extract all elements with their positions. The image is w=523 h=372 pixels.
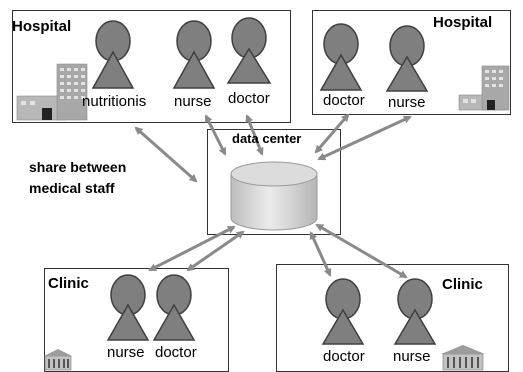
arrow-nurse2-center xyxy=(317,115,412,161)
clinic-1-title: Clinic xyxy=(48,275,89,292)
role-doctor-2-label: doctor xyxy=(323,92,365,109)
role-doctor-1-label: doctor xyxy=(228,90,270,107)
share-note-line-1: share between xyxy=(29,159,127,175)
data-center-label: data center xyxy=(232,131,302,146)
clinic-building-1-icon xyxy=(44,349,72,371)
arrow-nurse1-center xyxy=(204,114,227,156)
person-doctor-3-icon xyxy=(152,274,196,341)
person-doctor-2-icon xyxy=(319,23,363,91)
arrow-doctor1-center xyxy=(245,114,264,156)
role-doctor-3-label: doctor xyxy=(155,344,197,361)
hospital-1-title: Hospital xyxy=(12,18,72,35)
clinic-2-title: Clinic xyxy=(442,276,483,293)
clinic-building-2-icon xyxy=(441,345,485,371)
person-nurse-2-icon xyxy=(385,25,429,92)
share-note: share between medical staff xyxy=(29,157,126,199)
person-doctor-4-icon xyxy=(321,278,365,345)
arrow-nurse4-center xyxy=(315,223,408,279)
arrow-doctor3-center xyxy=(186,230,245,272)
hospital-building-1-icon xyxy=(16,63,88,121)
person-nurse-4-icon xyxy=(393,278,437,345)
arrow-nutritionist-center xyxy=(134,126,198,183)
arrow-doctor4-center xyxy=(309,231,332,277)
share-note-line-2: medical staff xyxy=(29,180,115,196)
role-nurse-4-label: nurse xyxy=(393,348,431,365)
hospital-2-title: Hospital xyxy=(433,14,493,31)
person-doctor-1-icon xyxy=(226,17,272,84)
person-nurse-1-icon xyxy=(172,20,216,89)
role-nurse-1-label: nurse xyxy=(174,93,212,110)
database-icon xyxy=(230,161,318,231)
role-nutritionist-label: nutritionis xyxy=(82,93,147,110)
role-doctor-4-label: doctor xyxy=(323,348,365,365)
person-nutritionist-icon xyxy=(91,20,135,89)
role-nurse-3-label: nurse xyxy=(107,344,145,361)
person-nurse-3-icon xyxy=(106,274,150,341)
hospital-building-2-icon xyxy=(458,65,510,111)
role-nurse-2-label: nurse xyxy=(388,94,426,111)
